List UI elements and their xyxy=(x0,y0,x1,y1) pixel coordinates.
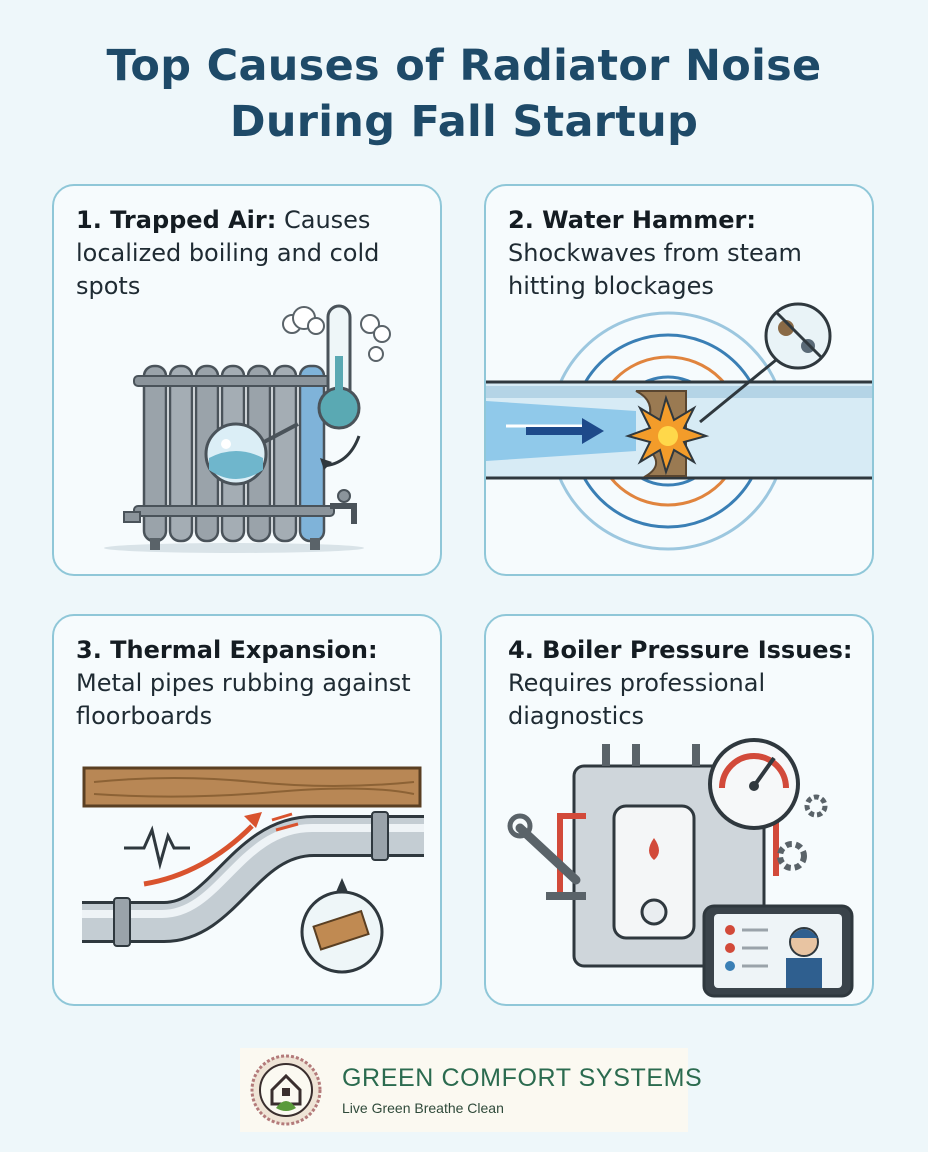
card-text: 4. Boiler Pressure Issues: Requires prof… xyxy=(508,634,858,733)
card-body: Metal pipes rubbing against floorboards xyxy=(76,669,411,730)
card-text: 1. Trapped Air: Causes localized boiling… xyxy=(76,204,426,303)
cause-card-water-hammer: 2. Water Hammer: Shockwaves from steam h… xyxy=(484,184,874,576)
pipe-shockwave-icon xyxy=(486,302,872,551)
cause-card-trapped-air: 1. Trapped Air: Causes localized boiling… xyxy=(52,184,442,576)
house-leaf-seal-icon xyxy=(250,1054,322,1126)
card-text: 3. Thermal Expansion: Metal pipes rubbin… xyxy=(76,634,426,733)
card-heading: 1. Trapped Air: xyxy=(76,206,277,234)
page-title: Top Causes of Radiator Noise During Fall… xyxy=(0,38,928,150)
cause-card-boiler-pressure: 4. Boiler Pressure Issues: Requires prof… xyxy=(484,614,874,1006)
card-heading: 4. Boiler Pressure Issues: xyxy=(508,636,853,664)
card-body: Shockwaves from steam hitting blockages xyxy=(508,239,802,300)
card-body: Causes localized boiling and cold spots xyxy=(76,206,380,300)
pipe-floorboard-icon xyxy=(82,766,424,974)
brand-tagline: Live Green Breathe Clean xyxy=(342,1100,504,1116)
brand-name: GREEN COMFORT SYSTEMS xyxy=(342,1064,703,1092)
card-heading: 2. Water Hammer: xyxy=(508,206,756,234)
title-line-1: Top Causes of Radiator Noise xyxy=(106,41,822,91)
card-heading: 3. Thermal Expansion: xyxy=(76,636,378,664)
brand-footer: GREEN COMFORT SYSTEMS Live Green Breathe… xyxy=(240,1048,702,1132)
card-text: 2. Water Hammer: Shockwaves from steam h… xyxy=(508,204,858,303)
boiler-gauge-icon xyxy=(507,738,854,998)
cause-card-thermal-expansion: 3. Thermal Expansion: Metal pipes rubbin… xyxy=(52,614,442,1006)
card-body: Requires professional diagnostics xyxy=(508,669,766,730)
radiator-thermometer-icon xyxy=(104,304,391,553)
title-line-2: During Fall Startup xyxy=(229,97,699,147)
